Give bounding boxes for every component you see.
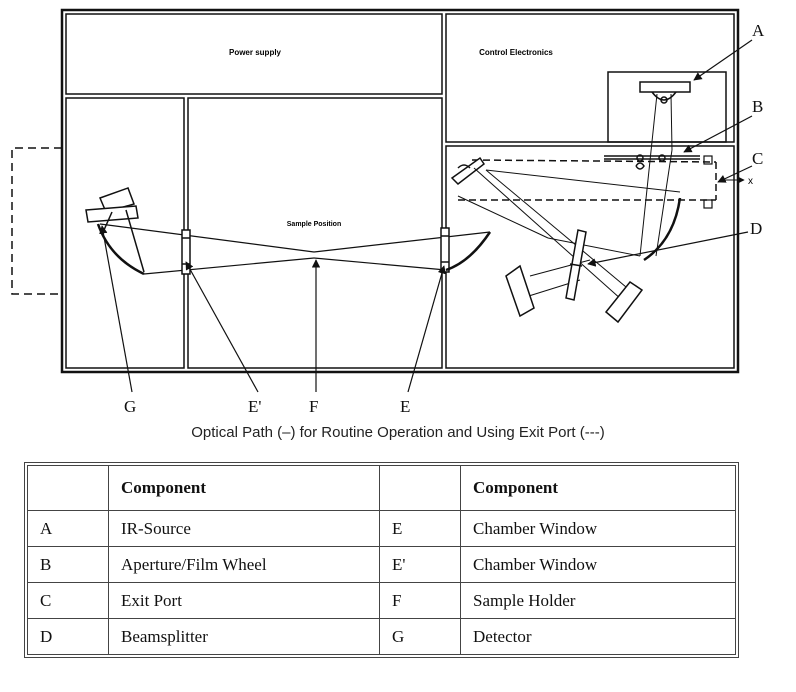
row-component-right: Detector — [460, 618, 736, 655]
row-component-left: Exit Port — [108, 582, 380, 619]
callout-g: G — [124, 397, 136, 416]
source-collimating-mirror — [643, 197, 682, 262]
row-key-left: D — [27, 618, 109, 655]
beamsplitter — [565, 229, 587, 301]
exit-port-path — [458, 159, 717, 201]
table-row: B Aperture/Film Wheel E' Chamber Window — [27, 546, 736, 583]
control-electronics-label: Control Electronics — [479, 48, 553, 57]
component-table: Component Component A IR-Source E Chambe… — [24, 462, 739, 658]
header-key-right — [379, 465, 461, 511]
row-component-left: Aperture/Film Wheel — [108, 546, 380, 583]
sample-focus-mirror-right — [445, 231, 492, 272]
callout-c: C — [752, 149, 763, 168]
table-row: D Beamsplitter G Detector — [27, 618, 736, 655]
row-component-right: Chamber Window — [460, 546, 736, 583]
aperture-wheel — [604, 154, 700, 170]
exit-port — [703, 155, 713, 209]
row-key-right: F — [379, 582, 461, 619]
table-header-row: Component Component — [27, 465, 736, 511]
sample-beam-path — [99, 223, 491, 275]
row-component-left: IR-Source — [108, 510, 380, 547]
row-key-right: G — [379, 618, 461, 655]
row-component-right: Sample Holder — [460, 582, 736, 619]
callout-e: E — [400, 397, 410, 416]
interferometer-flat-mirror — [450, 156, 486, 185]
callout-f: F — [309, 397, 318, 416]
table-row: C Exit Port F Sample Holder — [27, 582, 736, 619]
row-component-right: Chamber Window — [460, 510, 736, 547]
callout-a: A — [752, 21, 765, 40]
row-key-left: B — [27, 546, 109, 583]
detector — [85, 187, 145, 273]
x-axis-label: x — [748, 176, 753, 187]
fixed-mirror-left — [505, 264, 535, 318]
callout-arrows — [99, 39, 753, 393]
external-port-dashed-outline — [11, 147, 62, 295]
row-key-left: A — [27, 510, 109, 547]
moving-mirror-right — [604, 280, 644, 324]
source-beam — [639, 93, 673, 257]
housing — [60, 8, 740, 374]
callout-d: D — [750, 219, 762, 238]
ir-source — [639, 81, 691, 104]
power-supply-label: Power supply — [229, 48, 282, 57]
callout-e-prime: E' — [248, 397, 261, 416]
callout-b: B — [752, 97, 763, 116]
chamber-window-e — [440, 227, 450, 273]
row-key-right: E' — [379, 546, 461, 583]
table-row: A IR-Source E Chamber Window — [27, 510, 736, 547]
header-key-left — [27, 465, 109, 511]
spectrometer-diagram: Power supply Control Electronics Sample … — [11, 8, 765, 416]
row-key-left: C — [27, 582, 109, 619]
header-component-right: Component — [460, 465, 736, 511]
diagram-caption: Optical Path (–) for Routine Operation a… — [191, 424, 605, 441]
row-component-left: Beamsplitter — [108, 618, 380, 655]
header-component-left: Component — [108, 465, 380, 511]
sample-position-label: Sample Position — [287, 221, 341, 228]
row-key-right: E — [379, 510, 461, 547]
